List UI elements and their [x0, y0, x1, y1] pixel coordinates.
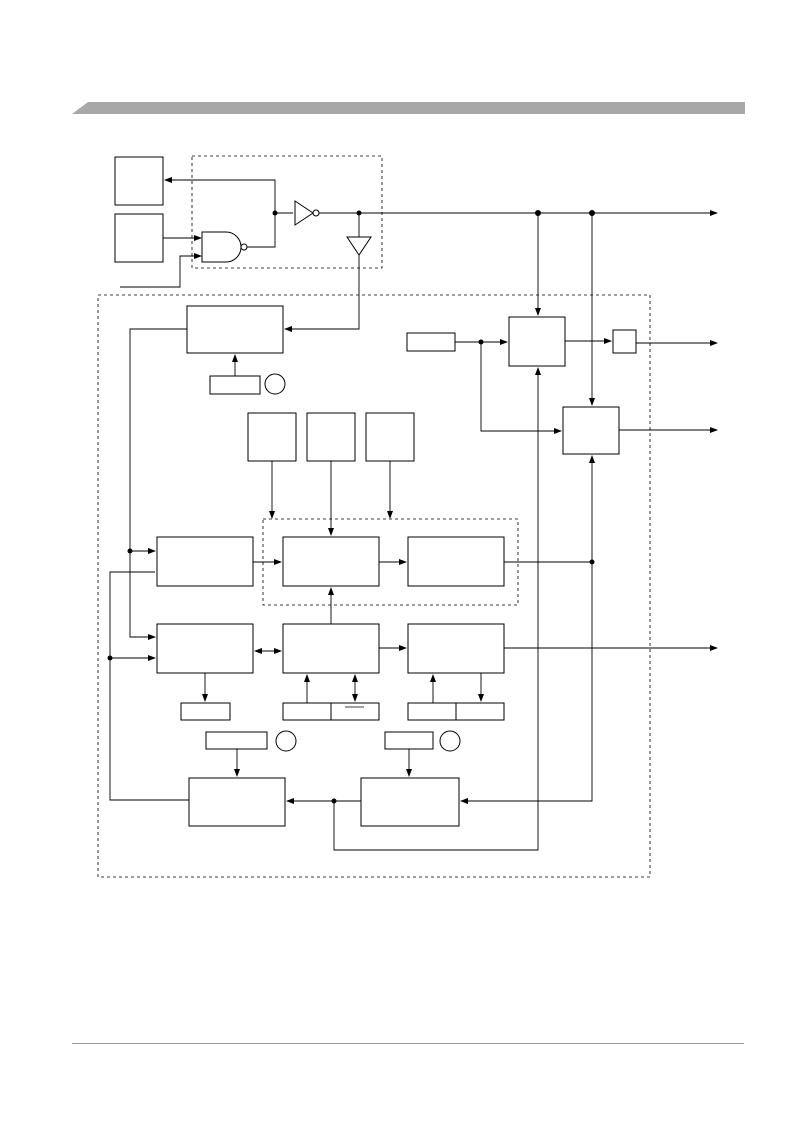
inverter-gate [294, 200, 314, 226]
oscillator-region [191, 155, 383, 269]
label-box-3 [384, 731, 434, 750]
block-small-out [612, 329, 637, 354]
label-box-1 [209, 375, 261, 395]
register-box-3b [455, 702, 505, 721]
circle-marker-2 [275, 730, 297, 752]
block-5 [156, 623, 254, 674]
block-7 [407, 623, 505, 674]
block-8 [188, 777, 286, 827]
register-box-2b [330, 702, 380, 721]
circle-marker-1 [264, 373, 286, 395]
module-region [97, 294, 651, 878]
block-2 [156, 536, 254, 587]
block-select-top [508, 316, 566, 367]
block-1 [186, 305, 284, 354]
page-footer-rule [72, 1043, 744, 1044]
register-box-1 [180, 702, 231, 721]
pin-box-b [114, 213, 164, 263]
pin-box-d [306, 412, 356, 462]
nand-gate [201, 231, 242, 263]
pin-box-a [114, 156, 164, 206]
pin-box-e [365, 412, 415, 462]
circle-marker-3 [439, 730, 461, 752]
block-select-mid [562, 406, 620, 455]
register-box-3a [407, 702, 457, 721]
input-label-box [406, 332, 456, 352]
block-6 [282, 623, 380, 674]
label-box-2 [205, 731, 268, 750]
block-3 [282, 536, 380, 587]
pin-box-c [247, 412, 297, 462]
buffer-gate [346, 236, 372, 256]
register-box-2a [282, 702, 332, 721]
block-4 [407, 536, 505, 587]
block-9 [360, 777, 460, 827]
